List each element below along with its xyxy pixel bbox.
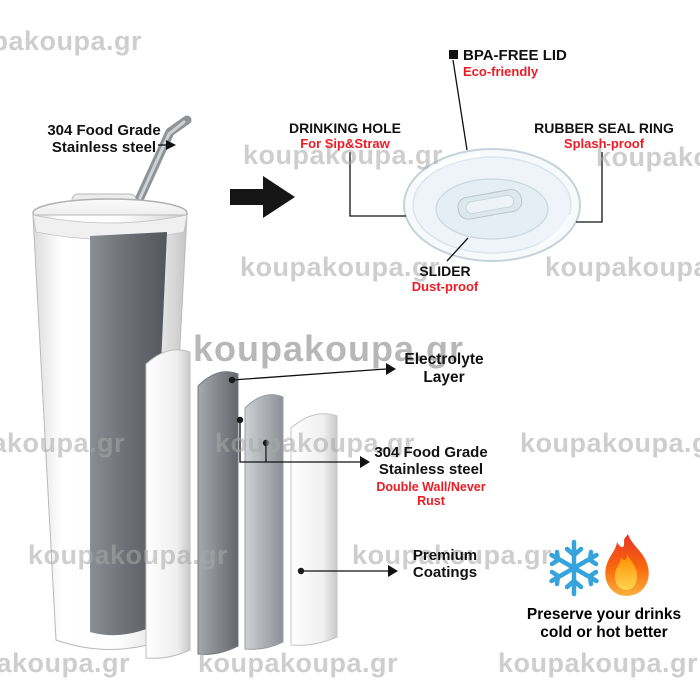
callout-coatings-line1: Premium: [412, 547, 478, 564]
bullet-square: [449, 50, 458, 59]
callout-premium-coatings: Premium Coatings: [396, 547, 494, 582]
snowflake-icon: [549, 539, 599, 597]
callout-steel-top: 304 Food Grade Stainless steel: [38, 122, 170, 157]
callout-coatings-line2: Coatings: [412, 564, 478, 582]
callout-slider-subtitle: Dust-proof: [411, 279, 479, 295]
callout-rubber-title: RUBBER SEAL RING: [534, 120, 674, 136]
callout-drinking-subtitle: For Sip&Straw: [300, 136, 390, 152]
callout-steel-top-line1: 304 Food Grade: [47, 122, 161, 139]
marker-dots: [228, 376, 305, 575]
lid-illustration: [403, 148, 581, 262]
callout-bpa-title: BPA-FREE LID: [463, 47, 567, 64]
arrow-right-icon: [230, 176, 295, 218]
callout-steel-wall: 304 Food Grade Stainless steel Double Wa…: [362, 444, 500, 508]
callout-slider: SLIDER Dust-proof: [399, 263, 491, 295]
preserve-line2: cold or hot better: [540, 623, 668, 641]
callout-bpa-free-lid: BPA-FREE LID Eco-friendly: [463, 47, 567, 80]
lid-slider-knob: [457, 189, 523, 220]
callout-bpa-subtitle: Eco-friendly: [463, 64, 539, 80]
wall-layers-illustration: [145, 349, 338, 659]
callout-steel-wall-line1: 304 Food Grade: [374, 444, 488, 461]
callout-steel-wall-subtitle: Double Wall/Never Rust: [376, 479, 486, 508]
callout-drinking-title: DRINKING HOLE: [289, 120, 401, 136]
callout-lines: [158, 59, 603, 572]
callout-steel-wall-line2: Stainless steel: [378, 461, 484, 479]
callout-rubber-seal-ring: RUBBER SEAL RING Splash-proof: [534, 120, 674, 152]
preserve-line1: Preserve your drinks: [526, 606, 682, 623]
callout-electrolyte-layer: Electrolyte Layer: [396, 351, 492, 387]
callout-arrowheads: [166, 50, 458, 577]
callout-electrolyte-line2: Layer: [423, 368, 465, 386]
callout-slider-title: SLIDER: [419, 263, 471, 279]
callout-rubber-subtitle: Splash-proof: [563, 136, 645, 152]
callout-drinking-hole: DRINKING HOLE For Sip&Straw: [283, 120, 407, 152]
preserve-caption: Preserve your drinks cold or hot better: [516, 606, 692, 642]
callout-electrolyte-line1: Electrolyte: [404, 351, 484, 368]
callout-steel-top-line2: Stainless steel: [51, 139, 157, 157]
flame-icon: [605, 534, 649, 596]
